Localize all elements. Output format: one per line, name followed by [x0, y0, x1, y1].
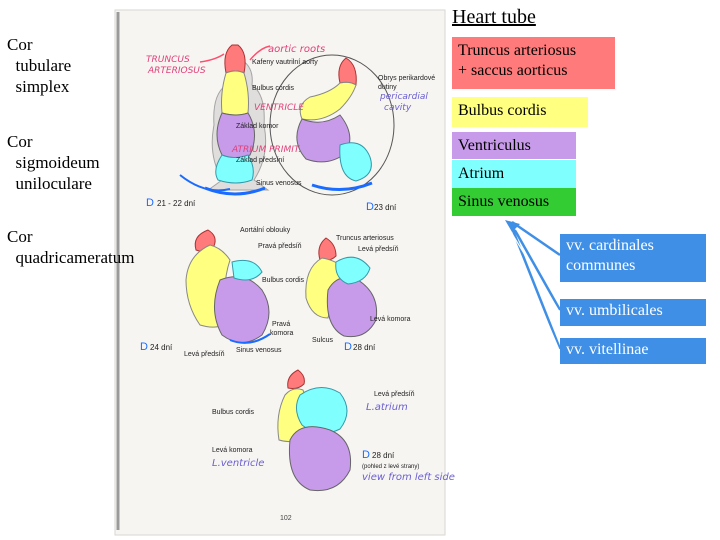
figure-label: Bulbus cordis	[212, 409, 255, 416]
page-title: Heart tube	[452, 6, 536, 28]
figure-label: Truncus arteriosus	[336, 235, 394, 242]
handwritten-note: aortic roots	[268, 44, 325, 55]
scan-page	[114, 9, 446, 536]
stage-label-sigmoideum: Cor sigmoideum uniloculare	[7, 132, 100, 193]
figure-label: Pravá	[272, 321, 290, 328]
day-marker-icon: D	[366, 201, 374, 213]
day-label-stage-2: 23 dní	[374, 203, 397, 212]
handwritten-note: L.ventricle	[212, 458, 264, 469]
annotation-arrow	[199, 53, 225, 63]
figure-label: Pravá předsíň	[258, 243, 302, 250]
figure-label: Bulbus cordis	[252, 85, 295, 92]
vein-arrows	[507, 220, 562, 353]
figure-label: Aortální oblouky	[240, 227, 291, 234]
heart-stage-4	[305, 237, 378, 338]
handwritten-note: view from left side	[362, 472, 455, 483]
vein-vitellinae: vv. vitellinae	[560, 338, 706, 364]
vein-umbilicales: vv. umbilicales	[560, 299, 706, 326]
stage-5-note: (pohled z levé strany)	[362, 464, 419, 470]
figure-label: Bulbus cordis	[262, 277, 305, 284]
handwritten-note: VENTRICLE	[254, 103, 304, 113]
segment-atrium: Atrium	[452, 160, 576, 188]
handwritten-note: ARTERIOSUS	[147, 66, 206, 76]
day-label-stage-1: 21 - 22 dní	[157, 199, 196, 208]
day-label-stage-3: 24 dní	[150, 343, 173, 352]
heart-stage-2	[269, 54, 395, 196]
heart-stage-5	[277, 369, 352, 492]
day-marker-icon: D	[344, 341, 352, 353]
figure-label: Základ komor	[236, 123, 279, 130]
figure-label: Levá předsíň	[184, 351, 225, 358]
figure-label: komora	[270, 330, 293, 337]
heart-stage-3	[185, 229, 271, 344]
handwritten-note: TRUNCUS	[146, 55, 190, 65]
segment-sinus: Sinus venosus	[452, 188, 576, 216]
annotation-arrow	[249, 45, 271, 61]
figure-label: Levá předsíň	[358, 246, 399, 253]
figure-label: dutiny	[378, 84, 397, 91]
figure-label: Levá předsíň	[374, 391, 415, 398]
figure-label: Levá komora	[370, 316, 411, 323]
page-number: 102	[280, 515, 292, 522]
heart-stage-1	[179, 44, 270, 196]
day-marker-icon: D	[140, 341, 148, 353]
figure-label: Sinus venosus	[236, 347, 282, 354]
day-label-stage-5: 28 dní	[372, 451, 395, 460]
stage-label-quadricameratum: Cor quadricameratum	[7, 227, 135, 267]
figure-label: Sulcus	[312, 337, 334, 344]
figure-label: Sinus venosus	[256, 180, 302, 187]
segment-bulbus: Bulbus cordis	[452, 97, 588, 127]
handwritten-note: ATRIUM PRIMIT.	[231, 145, 301, 155]
figure-label: Základ předsíní	[236, 157, 284, 164]
vein-cardinales: vv. cardinales communes	[560, 234, 706, 282]
handwritten-note: L.atrium	[366, 402, 408, 413]
day-marker-icon: D	[362, 449, 370, 461]
handwritten-note: cavity	[384, 103, 412, 113]
handwritten-note: pericardial	[379, 92, 428, 102]
figure-label: Kafeny vautrilní aorty	[252, 59, 318, 66]
stage-label-tubulare: Cor tubulare simplex	[7, 35, 72, 96]
segment-truncus: Truncus arteriosus + saccus aorticus	[452, 37, 615, 89]
figure-label: Obrys perikardové	[378, 75, 435, 82]
day-label-stage-4: 28 dní	[353, 343, 376, 352]
segment-ventriculus: Ventriculus	[452, 132, 576, 159]
day-marker-icon: D	[146, 197, 154, 209]
arrowhead-icon	[505, 220, 520, 232]
figure-label: Levá komora	[212, 447, 253, 454]
